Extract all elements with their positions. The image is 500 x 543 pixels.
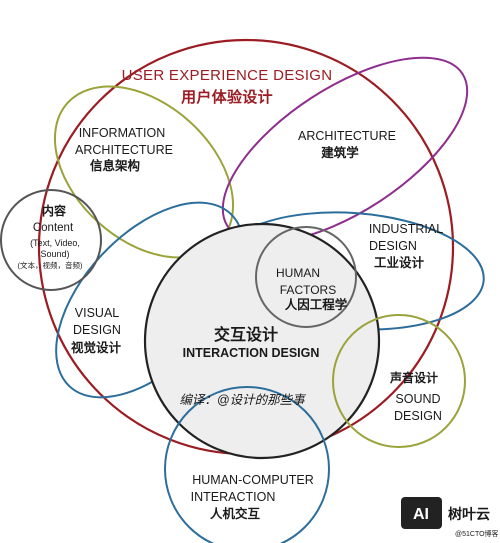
human-factors-label-1: HUMAN	[276, 266, 320, 280]
content-sub-1: (Text, Video,	[30, 238, 80, 248]
info-arch-label-1: INFORMATION	[79, 126, 166, 140]
ux-title-cn: 用户体验设计	[181, 88, 273, 106]
sound-design-circle	[332, 314, 466, 448]
industrial-label-1: INDUSTRIAL	[369, 222, 443, 236]
architecture-ellipse	[221, 56, 469, 244]
ux-title-en: USER EXPERIENCE DESIGN	[122, 67, 333, 84]
visual-design-label-cn: 视觉设计	[71, 340, 122, 355]
human-factors-label-cn: 人因工程学	[285, 297, 348, 312]
sound-design-label-cn: 声音设计	[389, 370, 438, 385]
industrial-label-2: DESIGN	[369, 239, 417, 253]
visual-design-label-2: DESIGN	[73, 323, 121, 337]
hci-label-2: INTERACTION	[191, 490, 276, 504]
human-factors-label-2: FACTORS	[280, 283, 336, 297]
sound-design-label-1: SOUND	[395, 392, 440, 406]
watermark-badge-text: AI	[413, 506, 429, 523]
interaction-design-label-en: INTERACTION DESIGN	[183, 346, 320, 360]
human-factors-circle	[255, 226, 357, 328]
watermark-small: @51CTO博客	[455, 529, 499, 538]
architecture-label: ARCHITECTURE	[298, 129, 396, 143]
watermark: AI 树叶云 @51CTO博客	[401, 497, 499, 538]
content-label-cn: 内容	[42, 203, 66, 218]
watermark-name: 树叶云	[448, 506, 490, 522]
visual-design-label-1: VISUAL	[75, 306, 120, 320]
architecture-label-cn: 建筑学	[321, 145, 359, 160]
content-circle	[0, 189, 102, 291]
hci-label-1: HUMAN-COMPUTER	[192, 473, 314, 487]
watermark-badge	[401, 497, 442, 529]
industrial-label-cn: 工业设计	[374, 255, 425, 270]
content-sub-3: (文本，视频，音频)	[18, 260, 83, 270]
translator-credit: 编译：@设计的那些事	[179, 393, 307, 407]
human-computer-interaction-circle	[164, 386, 330, 543]
info-arch-label-cn: 信息架构	[90, 158, 140, 173]
info-arch-label-2: ARCHITECTURE	[75, 143, 173, 157]
content-label-en: Content	[33, 222, 74, 234]
sound-design-label-2: DESIGN	[394, 409, 442, 423]
hci-label-cn: 人机交互	[210, 506, 261, 521]
interaction-design-label-cn: 交互设计	[214, 325, 278, 344]
content-sub-2: Sound)	[40, 249, 69, 259]
